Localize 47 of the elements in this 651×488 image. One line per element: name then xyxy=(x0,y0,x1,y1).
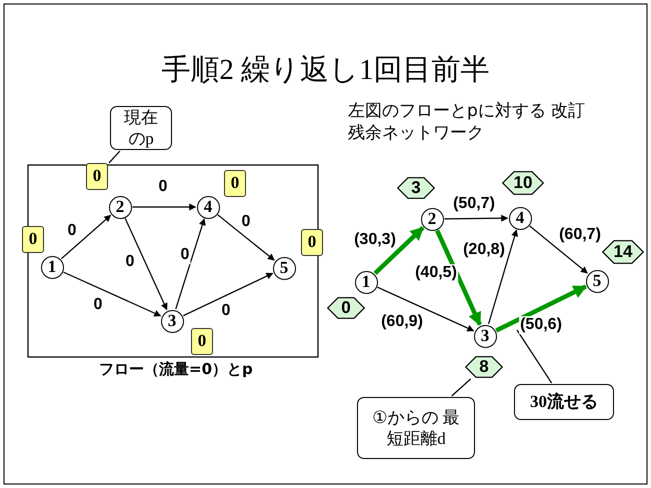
arrow xyxy=(444,214,508,222)
edge-label: (50,6) xyxy=(519,316,563,334)
value-box: 0 xyxy=(191,328,213,354)
node-circle: 1 xyxy=(40,256,64,278)
edge-label: (40,5) xyxy=(414,264,458,282)
node-circle: 2 xyxy=(108,196,132,218)
node-circle: 4 xyxy=(508,206,532,230)
node-circle: 2 xyxy=(420,208,444,230)
slide-title: 手順2 繰り返し1回目前半 xyxy=(160,53,491,88)
value-box: 0 xyxy=(86,162,108,190)
edge-label: (60,7) xyxy=(558,226,602,244)
distance-hexagon: 10 xyxy=(502,171,544,195)
edge-label: (60,9) xyxy=(380,313,424,331)
edge-label: (50,7) xyxy=(452,195,496,213)
arrow xyxy=(435,229,482,326)
node-circle: 5 xyxy=(586,270,608,292)
arrow xyxy=(132,204,196,210)
value-box: 0 xyxy=(224,170,246,196)
distance-hexagon: 14 xyxy=(602,240,644,264)
callout-box: 現在のp xyxy=(110,106,172,150)
arrow xyxy=(124,218,168,310)
edge-label: (20,8) xyxy=(462,241,506,259)
arrow xyxy=(60,214,112,260)
edge-label: (30,3) xyxy=(353,231,397,249)
distance-hexagon: 8 xyxy=(465,356,503,378)
arrow xyxy=(175,218,206,310)
node-circle: 3 xyxy=(474,324,496,348)
node-circle: 4 xyxy=(196,196,220,218)
subtitle-text: 左図のフローとpに対する 改訂残余ネットワーク xyxy=(348,100,586,144)
arrow xyxy=(373,226,425,275)
distance-hexagon: 0 xyxy=(327,297,365,319)
arrow xyxy=(217,214,275,261)
value-box: 0 xyxy=(301,228,323,256)
callout-box: ①からの 最短距離d xyxy=(357,397,475,459)
node-circle: 1 xyxy=(354,270,378,294)
arrow xyxy=(377,286,474,332)
edge-label: 0 xyxy=(180,246,190,264)
node-circle: 5 xyxy=(272,256,296,280)
value-box: 0 xyxy=(22,226,44,252)
distance-hexagon: 3 xyxy=(397,177,435,199)
callout-box: 30流せる xyxy=(514,384,614,420)
arrow xyxy=(495,284,587,332)
node-circle: 3 xyxy=(160,310,184,332)
arrow xyxy=(183,272,274,316)
arrow xyxy=(488,229,518,324)
arrow xyxy=(529,225,588,274)
arrow xyxy=(63,272,162,316)
